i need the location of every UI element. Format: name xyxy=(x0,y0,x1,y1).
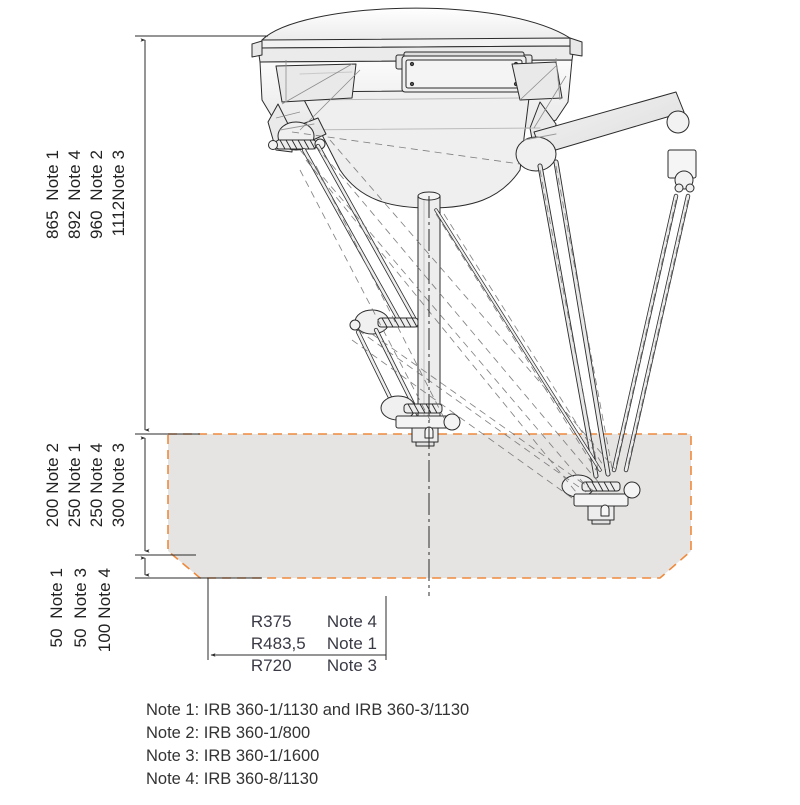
dimension-label-200: 200 Note 2 xyxy=(43,443,62,528)
note-legend-1: Note 1: IRB 360-1/1130 and IRB 360-3/113… xyxy=(146,701,470,719)
note-legend-2: Note 2: IRB 360-1/800 xyxy=(146,724,311,742)
note-legend-3: Note 3: IRB 360-1/1600 xyxy=(146,747,320,765)
right-elbow-joint xyxy=(666,110,697,193)
dimension-label-50-note3: 50 Note 3 xyxy=(71,568,90,648)
dimension-label-100-note4: 100 Note 4 xyxy=(95,568,114,653)
tool-plate-center xyxy=(380,395,461,447)
dimension-label-300: 300 Note 3 xyxy=(109,443,128,528)
base-construction-lines xyxy=(275,57,567,131)
dimension-label-960: 960 Note 2 xyxy=(87,150,106,240)
note-legend-4: Note 4: IRB 360-8/1130 xyxy=(146,770,319,788)
ghost-motion-lines xyxy=(291,131,689,499)
left-spring-coupler xyxy=(268,138,326,150)
dimension-label-1112: 1112Note 3 xyxy=(109,150,128,237)
robot-central-column xyxy=(417,191,602,472)
dimension-label-865: 865 Note 1 xyxy=(43,150,62,240)
dimension-label-892: 892 Note 4 xyxy=(65,150,84,240)
dimension-label-250-note4: 250 Note 4 xyxy=(87,443,106,528)
dimension-label-250-note1: 250 Note 1 xyxy=(65,443,84,528)
dimension-label-50-note1: 50 Note 1 xyxy=(47,568,66,648)
